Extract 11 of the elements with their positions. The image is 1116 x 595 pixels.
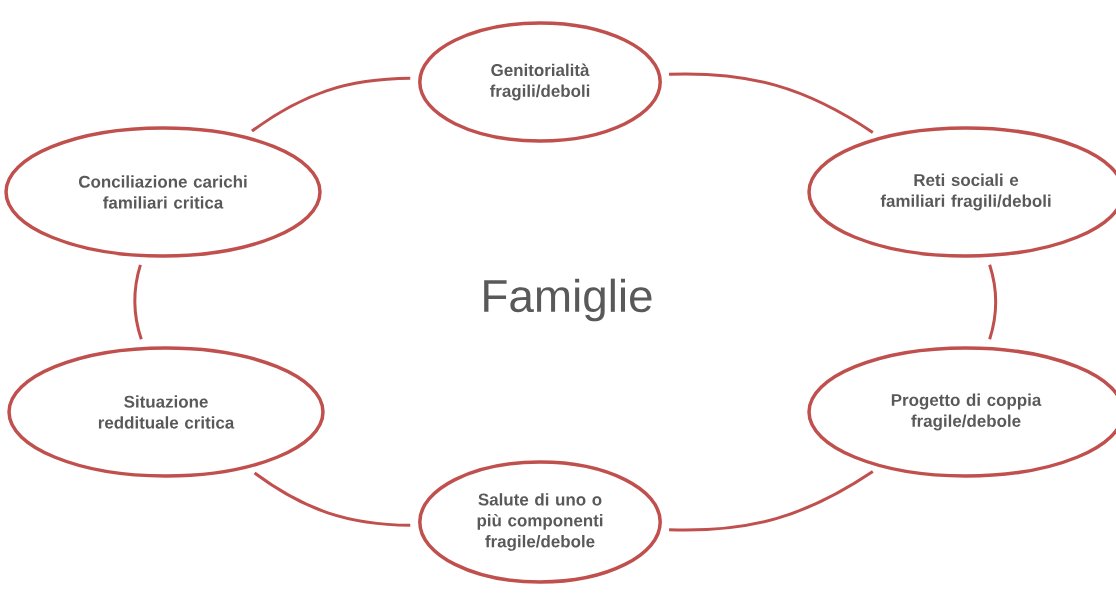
connector-arc xyxy=(251,76,411,133)
ellipse-node: Genitorialità fragili/deboli xyxy=(418,21,662,143)
ellipse-node: Salute di uno o più componenti fragile/debole xyxy=(418,460,662,584)
connector-arc xyxy=(669,72,874,134)
connector-arc xyxy=(669,470,874,532)
ellipse-node: Conciliazione carichi familiari critica xyxy=(4,126,322,258)
connector-arc xyxy=(988,264,998,340)
connector-arc xyxy=(253,471,411,527)
ellipse-node: Situazione reddituale critica xyxy=(7,346,325,478)
center-title: Famiglie xyxy=(484,278,652,322)
connector-arc xyxy=(133,264,143,340)
